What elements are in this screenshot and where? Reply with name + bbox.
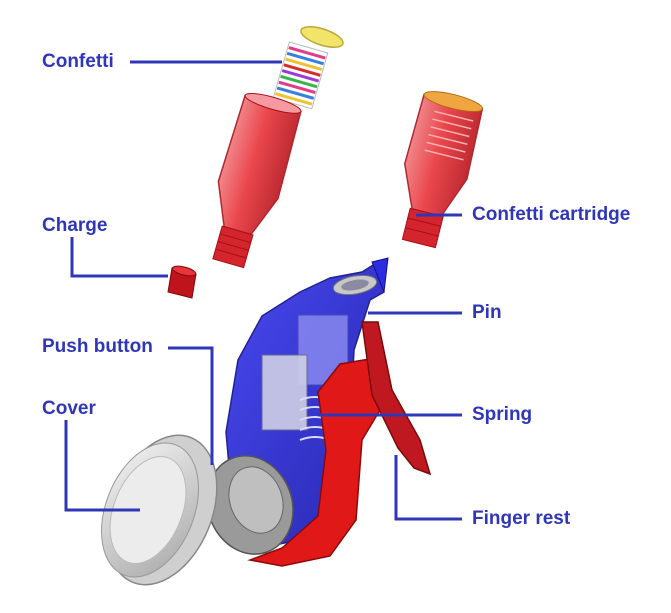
confetti-part <box>272 26 344 110</box>
leader-lines <box>64 60 462 521</box>
label-confetti: Confetti <box>42 51 114 72</box>
left-cartridge <box>212 93 302 269</box>
push-button-part <box>206 455 294 555</box>
confetti-cartridge-part <box>401 91 484 249</box>
label-finger-rest: Finger rest <box>472 508 571 529</box>
charge-part <box>167 265 197 299</box>
label-spring: Spring <box>472 404 533 425</box>
label-push-button: Push button <box>42 336 153 357</box>
label-charge: Charge <box>42 215 108 236</box>
cover-part <box>101 434 218 586</box>
label-cover: Cover <box>42 398 96 419</box>
finger-rest-part <box>247 321 432 567</box>
label-confetti-cartridge: Confetti cartridge <box>472 204 631 225</box>
label-pin: Pin <box>472 302 502 323</box>
